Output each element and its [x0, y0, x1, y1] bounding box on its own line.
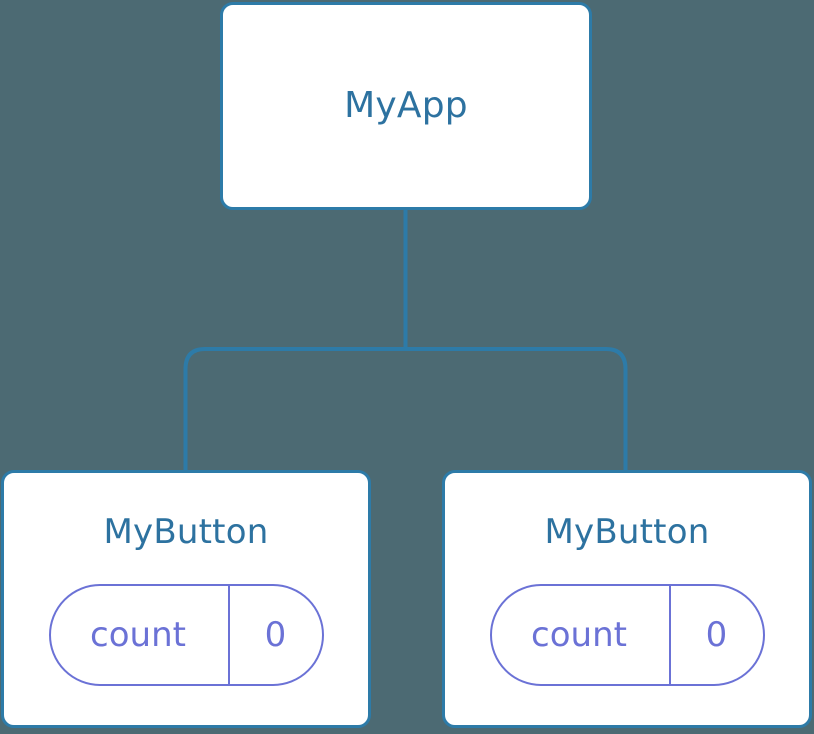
node-myapp[interactable]: MyApp [220, 2, 592, 210]
state-pill-left[interactable]: count 0 [48, 584, 324, 686]
node-mybutton-left[interactable]: MyButton count 0 [1, 470, 371, 728]
state-pill-left-key: count [90, 615, 186, 655]
node-mybutton-right[interactable]: MyButton count 0 [442, 470, 812, 728]
state-pill-left-value: 0 [227, 586, 322, 684]
edge-to-mybutton-left [183, 347, 406, 472]
node-mybutton-left-label: MyButton [103, 512, 269, 552]
node-myapp-label: MyApp [344, 85, 468, 126]
state-pill-right-value: 0 [668, 586, 763, 684]
edge-to-mybutton-right [405, 347, 628, 472]
node-mybutton-right-label: MyButton [544, 512, 710, 552]
state-pill-right[interactable]: count 0 [489, 584, 765, 686]
state-pill-right-key: count [531, 615, 627, 655]
